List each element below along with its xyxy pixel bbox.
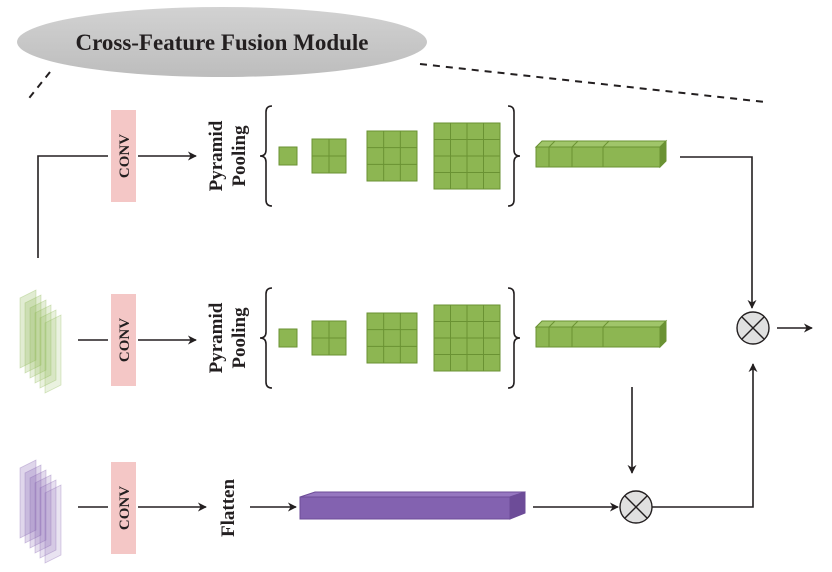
green-feature-stack-icon [19, 289, 62, 394]
grid-cell-block [278, 328, 298, 348]
zoom-line-left [25, 71, 51, 103]
feature-map-slice [24, 294, 42, 374]
feature-map-slice [19, 459, 37, 539]
grid-cell-block [278, 146, 298, 166]
feature-map-slice [39, 479, 57, 559]
purple-feature-stack-icon [19, 459, 62, 564]
grid-cell-block [366, 130, 418, 182]
conv-box [111, 462, 136, 554]
feature-vector-middle [534, 319, 668, 349]
feature-map-slice [24, 464, 42, 544]
purple-feature-vector [299, 491, 526, 520]
pool-grid-2x2 [311, 320, 347, 356]
arrow-bottom-multiply-to-right-multiply [652, 363, 758, 508]
pyramid-pooling-label-line2: Pooling [229, 307, 250, 369]
pool-grid-2x2 [311, 138, 347, 174]
vector-segment-line [602, 320, 610, 328]
conv-box [111, 110, 136, 202]
conv-block-top: CONV [111, 110, 136, 202]
pool-grid-1x1 [278, 146, 298, 166]
pyramid-pooling-label-line1: Pyramid [206, 302, 227, 373]
module-title: Cross-Feature Fusion Module [75, 30, 368, 55]
vector-segment-line [548, 320, 556, 328]
conv-box [111, 294, 136, 386]
pool-grid-4x4 [433, 122, 501, 190]
title-badge: Cross-Feature Fusion Module [17, 7, 427, 77]
pool-grid-4x4 [433, 304, 501, 372]
vector-top-face [534, 320, 668, 328]
pool-grid-3x3 [366, 312, 418, 364]
feature-map-slice [34, 474, 52, 554]
vector-front-face [299, 496, 511, 520]
right-bracket [507, 287, 521, 389]
vector-segment-line [571, 320, 579, 328]
conv-block-bottom: CONV [111, 462, 136, 554]
branch-middle: CONV Pyramid Pooling [19, 287, 668, 474]
multiply-operator-right [736, 311, 770, 345]
pooling-grids-top [259, 105, 521, 207]
grid-cell-block [366, 312, 418, 364]
feature-map-slice [19, 289, 37, 369]
connector-top-input [37, 155, 108, 258]
conv-label: CONV [117, 318, 133, 362]
pooling-grids-middle [259, 287, 521, 389]
vector-segment-line [602, 140, 610, 148]
title-ellipse [17, 7, 427, 77]
feature-map-slice [39, 309, 57, 389]
feature-map-slice [44, 314, 62, 394]
branch-top: CONV Pyramid Pooling [37, 105, 757, 309]
vector-top-face [299, 491, 526, 498]
branch-bottom: CONV Flatten [19, 459, 619, 564]
conv-block-middle: CONV [111, 294, 136, 386]
vector-top-face [534, 140, 668, 148]
feature-map-slice [29, 299, 47, 379]
feature-vector-top [534, 139, 668, 169]
left-bracket [259, 105, 273, 207]
zoom-line-right [419, 63, 766, 103]
vector-segment-line [571, 140, 579, 148]
conv-label: CONV [117, 486, 133, 530]
arrow-top-to-multiply [680, 156, 757, 309]
vector-front-face [535, 146, 661, 168]
pyramid-pooling-label-line2: Pooling [229, 125, 250, 187]
feature-map-slice [44, 484, 62, 564]
feature-map-slice [29, 469, 47, 549]
pool-grid-3x3 [366, 130, 418, 182]
conv-label: CONV [117, 134, 133, 178]
flatten-label: Flatten [218, 479, 239, 537]
vector-segment-line [548, 140, 556, 148]
pool-grid-1x1 [278, 328, 298, 348]
multiply-operator-bottom [619, 490, 653, 524]
vector-side-face [509, 491, 526, 520]
left-bracket [259, 287, 273, 389]
feature-map-slice [34, 304, 52, 384]
pyramid-pooling-label-line1: Pyramid [206, 120, 227, 191]
right-bracket [507, 105, 521, 207]
vector-front-face [535, 326, 661, 348]
